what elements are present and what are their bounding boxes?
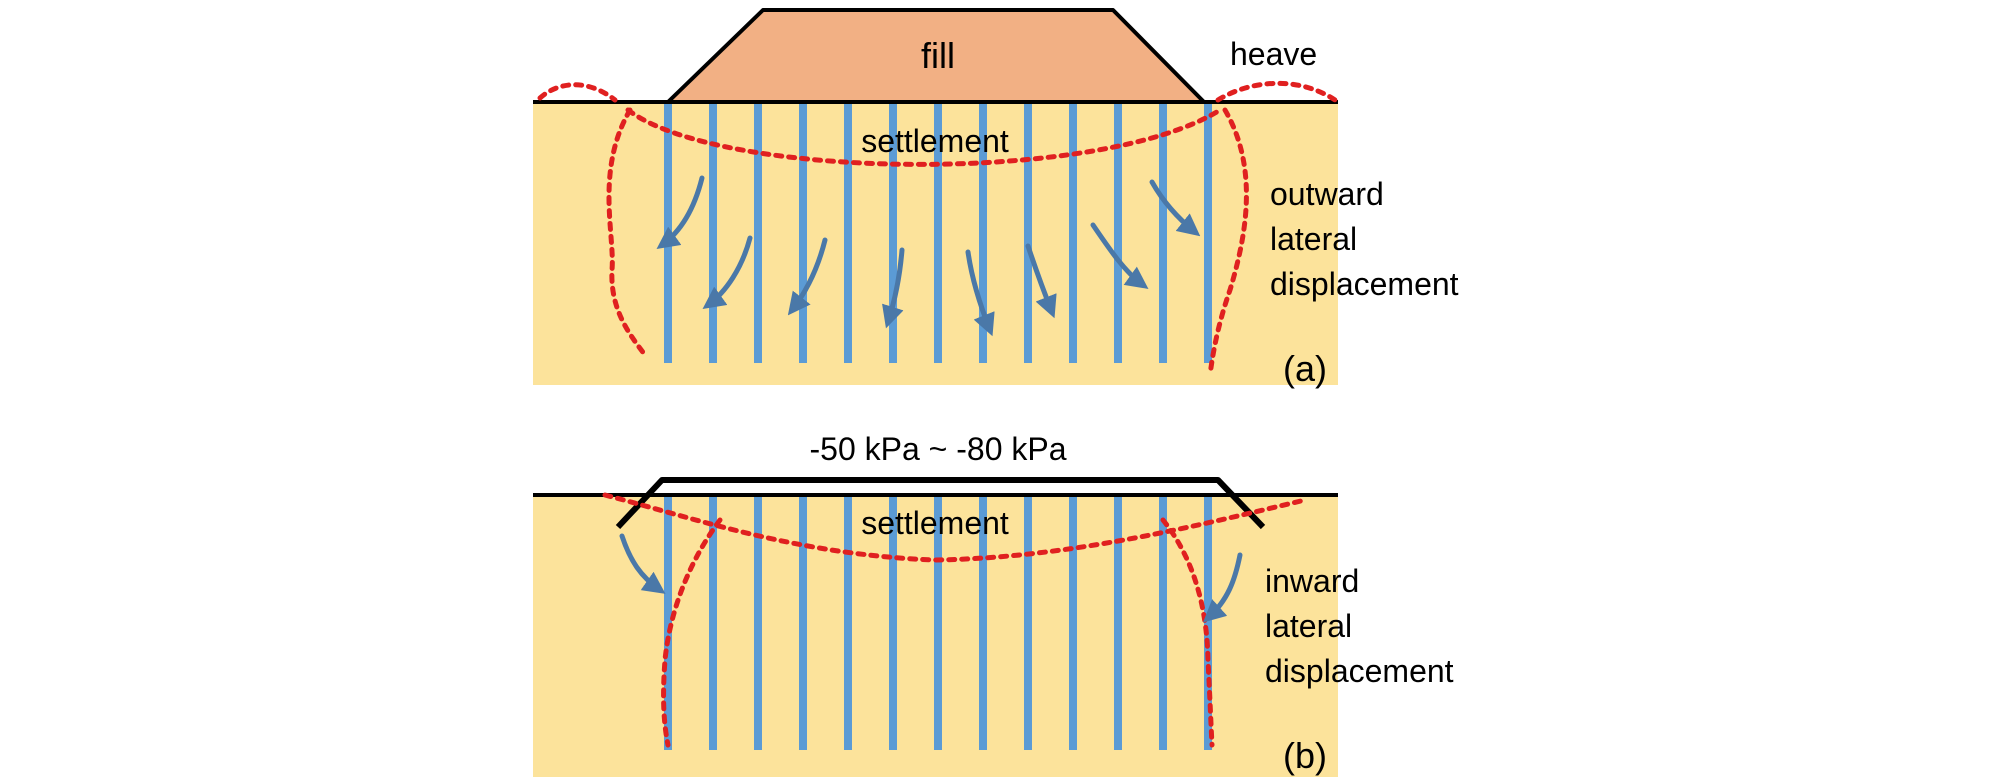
vertical-drain [889, 497, 897, 750]
panel-a: fill heave settlement outward lateral di… [533, 8, 1459, 389]
vacuum-membrane [615, 477, 1266, 530]
vertical-drain [754, 497, 762, 750]
lateral-label-line2-b: lateral [1265, 608, 1352, 644]
flow-arrow [965, 249, 995, 337]
vertical-drain [709, 104, 717, 363]
panel-b: -50 kPa ~ -80 kPa settlement inward late… [533, 431, 1454, 777]
panel-label-a: (a) [1283, 348, 1327, 389]
vertical-drain [709, 497, 717, 750]
vertical-drain [1024, 497, 1032, 750]
settlement-curve-a [625, 107, 1223, 167]
flow-arrow [1025, 243, 1057, 319]
vertical-drain [799, 497, 807, 750]
lateral-label-line3-a: displacement [1270, 266, 1459, 302]
lateral-displacement-right-b [1160, 517, 1215, 748]
vertical-drains-b [664, 497, 1212, 750]
vertical-drain [844, 104, 852, 363]
vertical-drain [1114, 497, 1122, 750]
vertical-drain [754, 104, 762, 363]
deformation-lines-a [537, 80, 1341, 378]
vertical-drain [1069, 104, 1077, 363]
vertical-drain [1204, 497, 1212, 750]
lateral-label-line2-a: lateral [1270, 221, 1357, 257]
vertical-drain [664, 497, 672, 750]
lateral-label-line1-a: outward [1270, 176, 1384, 212]
fill-label: fill [921, 35, 955, 76]
flow-arrow [702, 235, 753, 309]
vertical-drain [934, 104, 942, 363]
vertical-drain [1204, 104, 1212, 363]
vertical-drain [664, 104, 672, 363]
vertical-drain [979, 497, 987, 750]
heave-curve-right [1215, 80, 1341, 105]
heave-label: heave [1230, 36, 1317, 72]
pressure-label: -50 kPa ~ -80 kPa [809, 431, 1066, 467]
vertical-drain [979, 104, 987, 363]
lateral-displacement-left-b [661, 517, 723, 748]
vertical-drain [934, 497, 942, 750]
flow-arrow [1202, 552, 1243, 623]
settlement-label-a: settlement [861, 123, 1009, 159]
flow-arrow [1090, 222, 1149, 289]
flow-arrow [882, 247, 905, 329]
lateral-label-line3-b: displacement [1265, 653, 1454, 689]
flow-arrows-a [656, 175, 1201, 337]
vertical-drain [1024, 104, 1032, 363]
vertical-drain [1159, 497, 1167, 750]
vertical-drain [844, 497, 852, 750]
flow-arrows-b [619, 533, 1243, 623]
lateral-label-line1-b: inward [1265, 563, 1359, 599]
settlement-curve-b [602, 492, 1308, 563]
vertical-drain [889, 104, 897, 363]
heave-curve-left [537, 82, 618, 103]
flow-arrow [787, 237, 828, 316]
vertical-drain [1069, 497, 1077, 750]
settlement-label-b: settlement [861, 505, 1009, 541]
flow-arrow [656, 175, 705, 249]
vertical-drain [1114, 104, 1122, 363]
lateral-displacement-right-a [1207, 107, 1249, 378]
lateral-displacement-left-a [606, 107, 648, 358]
deformation-lines-b [602, 492, 1308, 748]
vertical-drain [1159, 104, 1167, 363]
vertical-drain [799, 104, 807, 363]
panel-label-b: (b) [1283, 735, 1327, 776]
flow-arrow [619, 533, 666, 594]
flow-arrow [1149, 179, 1201, 237]
